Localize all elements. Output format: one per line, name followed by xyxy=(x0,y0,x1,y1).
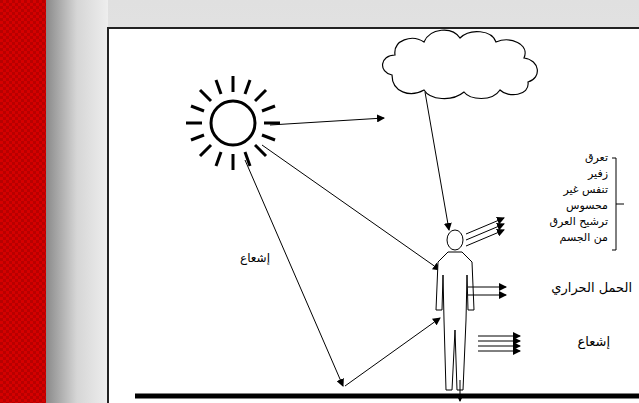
person xyxy=(436,230,474,390)
bracket xyxy=(612,158,624,250)
ray-arrows xyxy=(245,92,449,386)
grey-frame xyxy=(46,0,108,403)
label-text: تنفس غير محسوس xyxy=(556,182,608,214)
cloud xyxy=(383,30,538,98)
panel xyxy=(108,28,639,403)
label-text: ترشيح العرق من الجسم xyxy=(538,214,608,246)
red-border xyxy=(0,0,46,403)
ground xyxy=(135,394,639,399)
label-text: إشعاع xyxy=(540,334,610,350)
loss-arrows xyxy=(460,218,520,401)
label-text: الحمل الحراري xyxy=(512,280,632,296)
sun xyxy=(186,76,280,170)
label-text: إشعاع xyxy=(226,250,270,266)
label-text: تعرق xyxy=(528,150,608,166)
label-text: زفير xyxy=(528,166,608,182)
